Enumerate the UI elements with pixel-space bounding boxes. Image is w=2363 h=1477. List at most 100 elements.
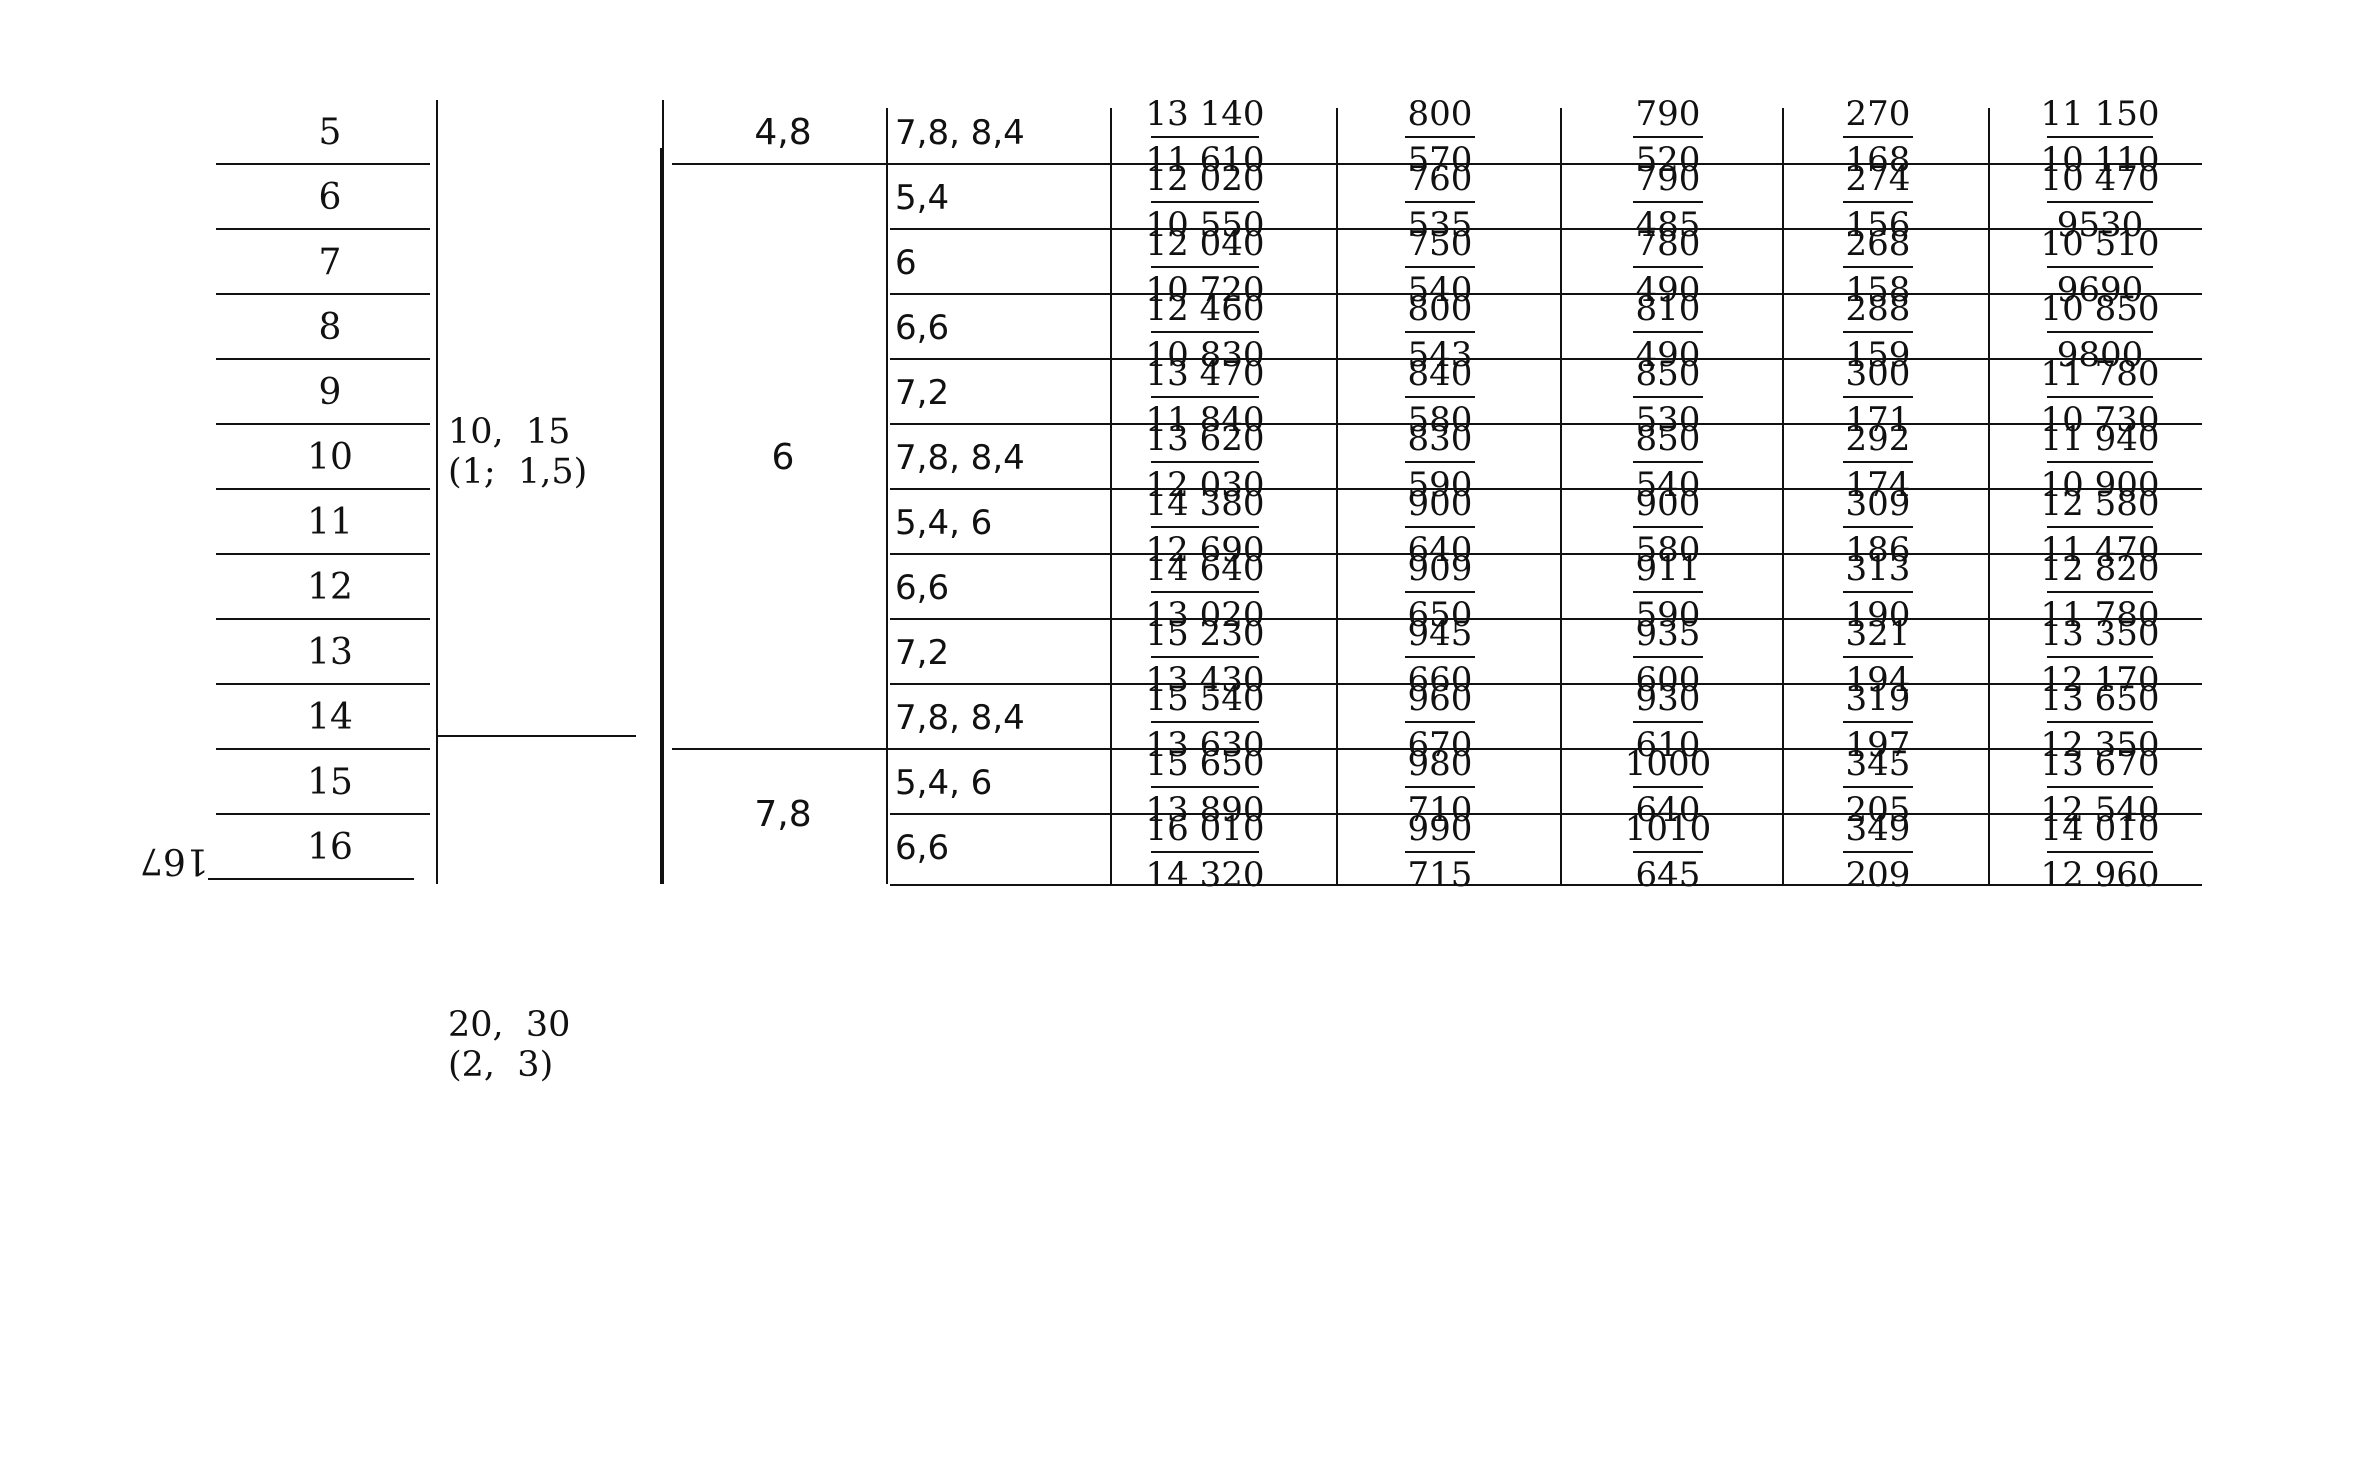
row-number-separator [208,878,414,880]
fraction-denominator: 12 690 [1145,530,1265,570]
column-rule [662,100,664,884]
row-number-separator [216,618,430,620]
row-number-separator [216,228,430,230]
fraction-denominator: 13 430 [1145,660,1265,700]
fraction-denominator: 520 [1635,140,1701,180]
fraction-denominator: 209 [1845,855,1911,895]
fraction-bar [2047,136,2153,138]
sub-value: 7,8, 8,4 [895,697,1025,738]
fraction-denominator: 540 [1407,270,1473,310]
fraction-bar [1633,591,1703,593]
fraction-numerator: 274 [1845,159,1911,199]
fraction-numerator: 319 [1845,679,1911,719]
column-rule [1336,108,1338,884]
fraction-denominator: 12 540 [2040,790,2160,830]
fraction-numerator: 850 [1635,354,1701,394]
fraction-denominator: 10 830 [1145,335,1265,375]
fraction-bar [1843,461,1913,463]
fraction-bar [1843,396,1913,398]
fraction-bar [1633,266,1703,268]
fraction-numerator: 790 [1635,94,1701,134]
fraction-numerator: 13 650 [2040,679,2160,719]
fraction-numerator: 12 820 [2040,549,2160,589]
fraction-denominator: 12 350 [2040,725,2160,765]
fraction-bar [1151,461,1259,463]
fraction-bar [1843,786,1913,788]
fraction-denominator: 13 630 [1145,725,1265,765]
fraction-numerator: 10 510 [2040,224,2160,264]
row-number: 11 [307,501,353,543]
fraction-numerator: 10 850 [2040,289,2160,329]
column-rule [1110,108,1112,884]
fraction-denominator: 168 [1845,140,1911,180]
fraction-numerator: 313 [1845,549,1911,589]
fraction-bar [1633,851,1703,853]
fraction-bar [1843,201,1913,203]
fraction-bar [1405,526,1475,528]
fraction-bar [1843,526,1913,528]
fraction-bar [1405,136,1475,138]
fraction-bar [1151,851,1259,853]
row-number: 10 [307,436,353,478]
fraction-denominator: 197 [1845,725,1911,765]
row-number: 6 [318,176,342,218]
row-number-separator [216,748,430,750]
fraction-bar [1633,786,1703,788]
fraction-denominator: 9530 [2056,205,2144,245]
fraction-bar [1405,591,1475,593]
block-value: 4,8 [754,111,812,153]
fraction-numerator: 1010 [1624,809,1712,849]
fraction-numerator: 850 [1635,419,1701,459]
fraction-numerator: 12 020 [1145,159,1265,199]
fraction-numerator: 321 [1845,614,1911,654]
row-number: 16 [307,826,353,868]
sub-value: 7,2 [895,632,950,673]
fraction-denominator: 12 030 [1145,465,1265,505]
fraction-bar [1843,591,1913,593]
fraction-denominator: 715 [1407,855,1473,895]
column-rule [1560,108,1562,884]
block-value: 7,8 [754,794,812,835]
row-number-separator [216,163,430,165]
row-separator [890,618,2202,620]
fraction-denominator: 710 [1407,790,1473,830]
fraction-bar [1843,851,1913,853]
fraction-denominator: 186 [1845,530,1911,570]
fraction-cell: 13 650 12 350 [2037,679,2163,765]
fraction-numerator: 13 620 [1145,419,1265,459]
sub-value: 5,4, 6 [895,502,993,543]
row-separator [890,358,2202,360]
fraction-bar [1405,331,1475,333]
fraction-numerator: 960 [1407,679,1473,719]
column-rule [436,100,438,884]
fraction-numerator: 288 [1845,289,1911,329]
fraction-bar [1633,526,1703,528]
fraction-numerator: 300 [1845,354,1911,394]
fraction-denominator: 535 [1407,205,1473,245]
row-number-separator [216,358,430,360]
fraction-numerator: 14 640 [1145,549,1265,589]
row-number-separator [216,293,430,295]
fraction-bar [1405,656,1475,658]
